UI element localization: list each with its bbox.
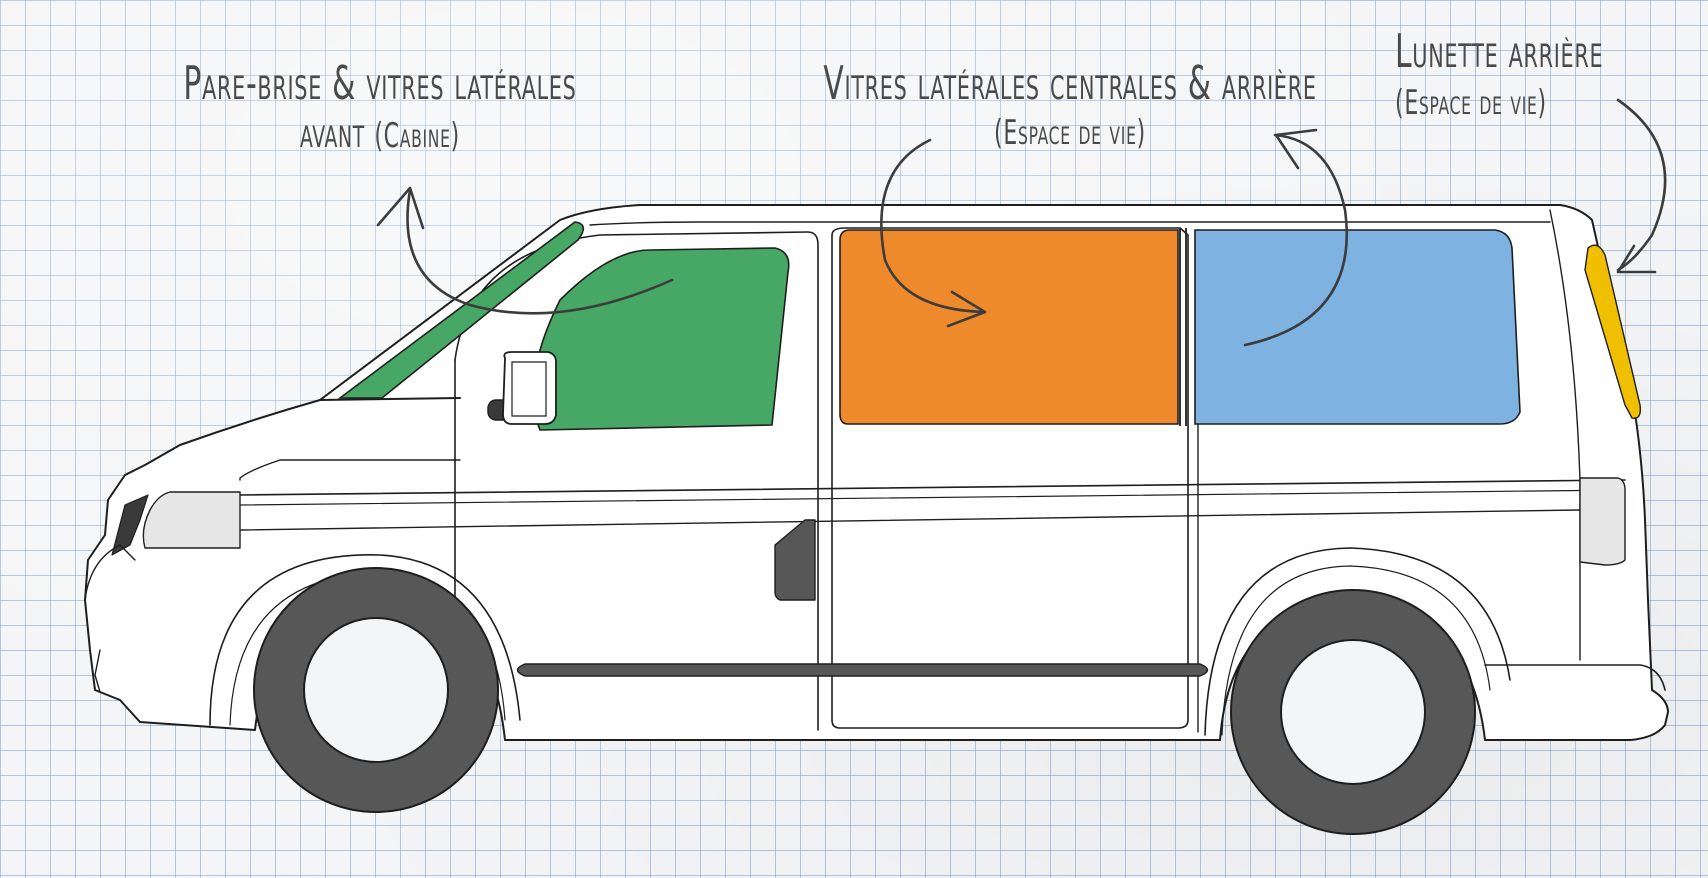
label-central-sub: (Espace de vie) <box>994 113 1146 153</box>
rear-wheel <box>1230 589 1476 835</box>
arrow-rear-side-head <box>1274 128 1318 170</box>
label-cabin-sub: (Cabine) <box>374 116 461 156</box>
rear-window-glass <box>1584 244 1642 419</box>
rear-side-window-glass <box>1194 229 1521 425</box>
arrow-cabin-head <box>376 186 425 230</box>
arrow-rear-window <box>1616 98 1667 272</box>
windshield-glass <box>337 221 585 399</box>
arrow-rear-window-head <box>1616 244 1657 274</box>
label-cabin-glass: Pare-brise & vitres latérales avant (Cab… <box>60 60 700 154</box>
arrow-rear-side <box>1243 133 1348 347</box>
central-side-window-glass <box>839 229 1179 425</box>
arrow-central <box>880 138 987 314</box>
arrow-central-head <box>946 290 987 328</box>
label-rear-window: Lunette arrière (Espace de vie) <box>1395 28 1708 120</box>
label-rear-sub: (Espace de vie) <box>1395 83 1547 123</box>
front-wheel <box>253 567 499 813</box>
side-mirror <box>487 351 557 425</box>
label-central-glass: Vitres latérales centrales & arrière (Es… <box>700 60 1440 150</box>
arrow-cabin <box>406 188 674 315</box>
label-rear-title: Lunette arrière <box>1395 24 1604 78</box>
label-cabin-line2: avant <box>299 108 365 157</box>
label-central-title: Vitres latérales centrales & arrière <box>823 56 1317 110</box>
label-cabin-title: Pare-brise & vitres latérales <box>183 56 577 110</box>
